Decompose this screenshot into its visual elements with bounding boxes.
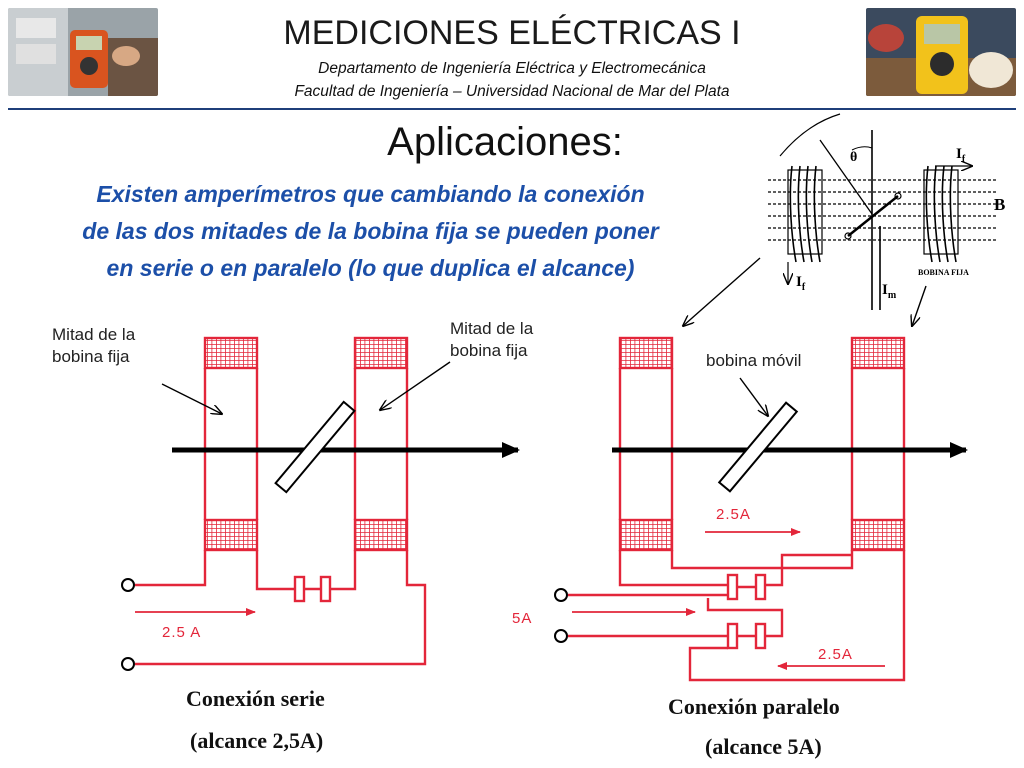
- series-caption: Conexión serie: [186, 686, 325, 711]
- instrument-inset: [768, 113, 996, 310]
- im-letter: I: [882, 282, 888, 298]
- faculty-subtitle: Facultad de Ingeniería – Universidad Nac…: [294, 83, 730, 100]
- multimeter-photo-left: [8, 8, 158, 96]
- section-title: Aplicaciones:: [387, 120, 623, 164]
- fixed-coil-label: BOBINA FIJA: [918, 268, 969, 277]
- label-line: bobina fija: [450, 341, 528, 360]
- right-half-coil-label: Mitad de la bobina fija: [450, 318, 533, 362]
- terminal: [121, 578, 135, 592]
- coil-winding: [618, 518, 674, 552]
- intro-line: en serie o en paralelo (lo que duplica e…: [106, 255, 635, 281]
- course-title: MEDICIONES ELÉCTRICAS I: [283, 14, 741, 52]
- coil-winding: [353, 336, 409, 370]
- parallel-circuit: [554, 336, 906, 682]
- intro-line: Existen amperímetros que cambiando la co…: [96, 181, 645, 207]
- if-bottom-label: If: [796, 274, 805, 293]
- if-top-label: If: [956, 146, 965, 165]
- series-current-label: 2.5 A: [162, 624, 202, 641]
- theta-label: θ: [850, 150, 858, 165]
- coil-winding: [850, 518, 906, 552]
- label-line: bobina fija: [52, 347, 130, 366]
- parallel-input-current-label: 5A: [512, 610, 533, 627]
- label-line: Mitad de la: [450, 319, 534, 338]
- series-circuit: [121, 336, 427, 671]
- im-label: Im: [882, 282, 896, 301]
- parallel-top-branch-current-label: 2.5A: [716, 506, 751, 523]
- label-line: Mitad de la: [52, 325, 136, 344]
- parallel-bottom-branch-current-label: 2.5A: [818, 646, 853, 663]
- parallel-range-caption: (alcance 5A): [705, 734, 822, 759]
- terminal: [554, 629, 568, 643]
- coil-winding: [353, 518, 409, 552]
- im-sub: m: [887, 290, 897, 301]
- moving-coil: [717, 401, 799, 493]
- left-half-coil-label: Mitad de la bobina fija: [52, 324, 135, 368]
- department-subtitle: Departamento de Ingeniería Eléctrica y E…: [318, 60, 706, 77]
- series-range-caption: (alcance 2,5A): [190, 728, 324, 753]
- moving-coil: [274, 400, 356, 494]
- coil-winding: [203, 336, 259, 370]
- if-top-letter: I: [956, 146, 962, 162]
- parallel-caption: Conexión paralelo: [668, 694, 840, 719]
- if-bottom-letter: I: [796, 274, 802, 290]
- terminal: [554, 588, 568, 602]
- multimeter-photo-right: [866, 8, 1016, 96]
- intro-line: de las dos mitades de la bobina fija se …: [82, 218, 659, 244]
- terminal: [121, 657, 135, 671]
- if-top-sub: f: [961, 154, 966, 165]
- intro-paragraph: Existen amperímetros que cambiando la co…: [8, 176, 733, 287]
- b-field-label: B: [994, 195, 1006, 214]
- coil-winding: [850, 336, 906, 370]
- coil-winding: [203, 518, 259, 552]
- moving-coil-label: bobina móvil: [706, 351, 802, 370]
- header-rule: [8, 108, 1016, 110]
- if-bottom-sub: f: [801, 282, 806, 293]
- coil-winding: [618, 336, 674, 370]
